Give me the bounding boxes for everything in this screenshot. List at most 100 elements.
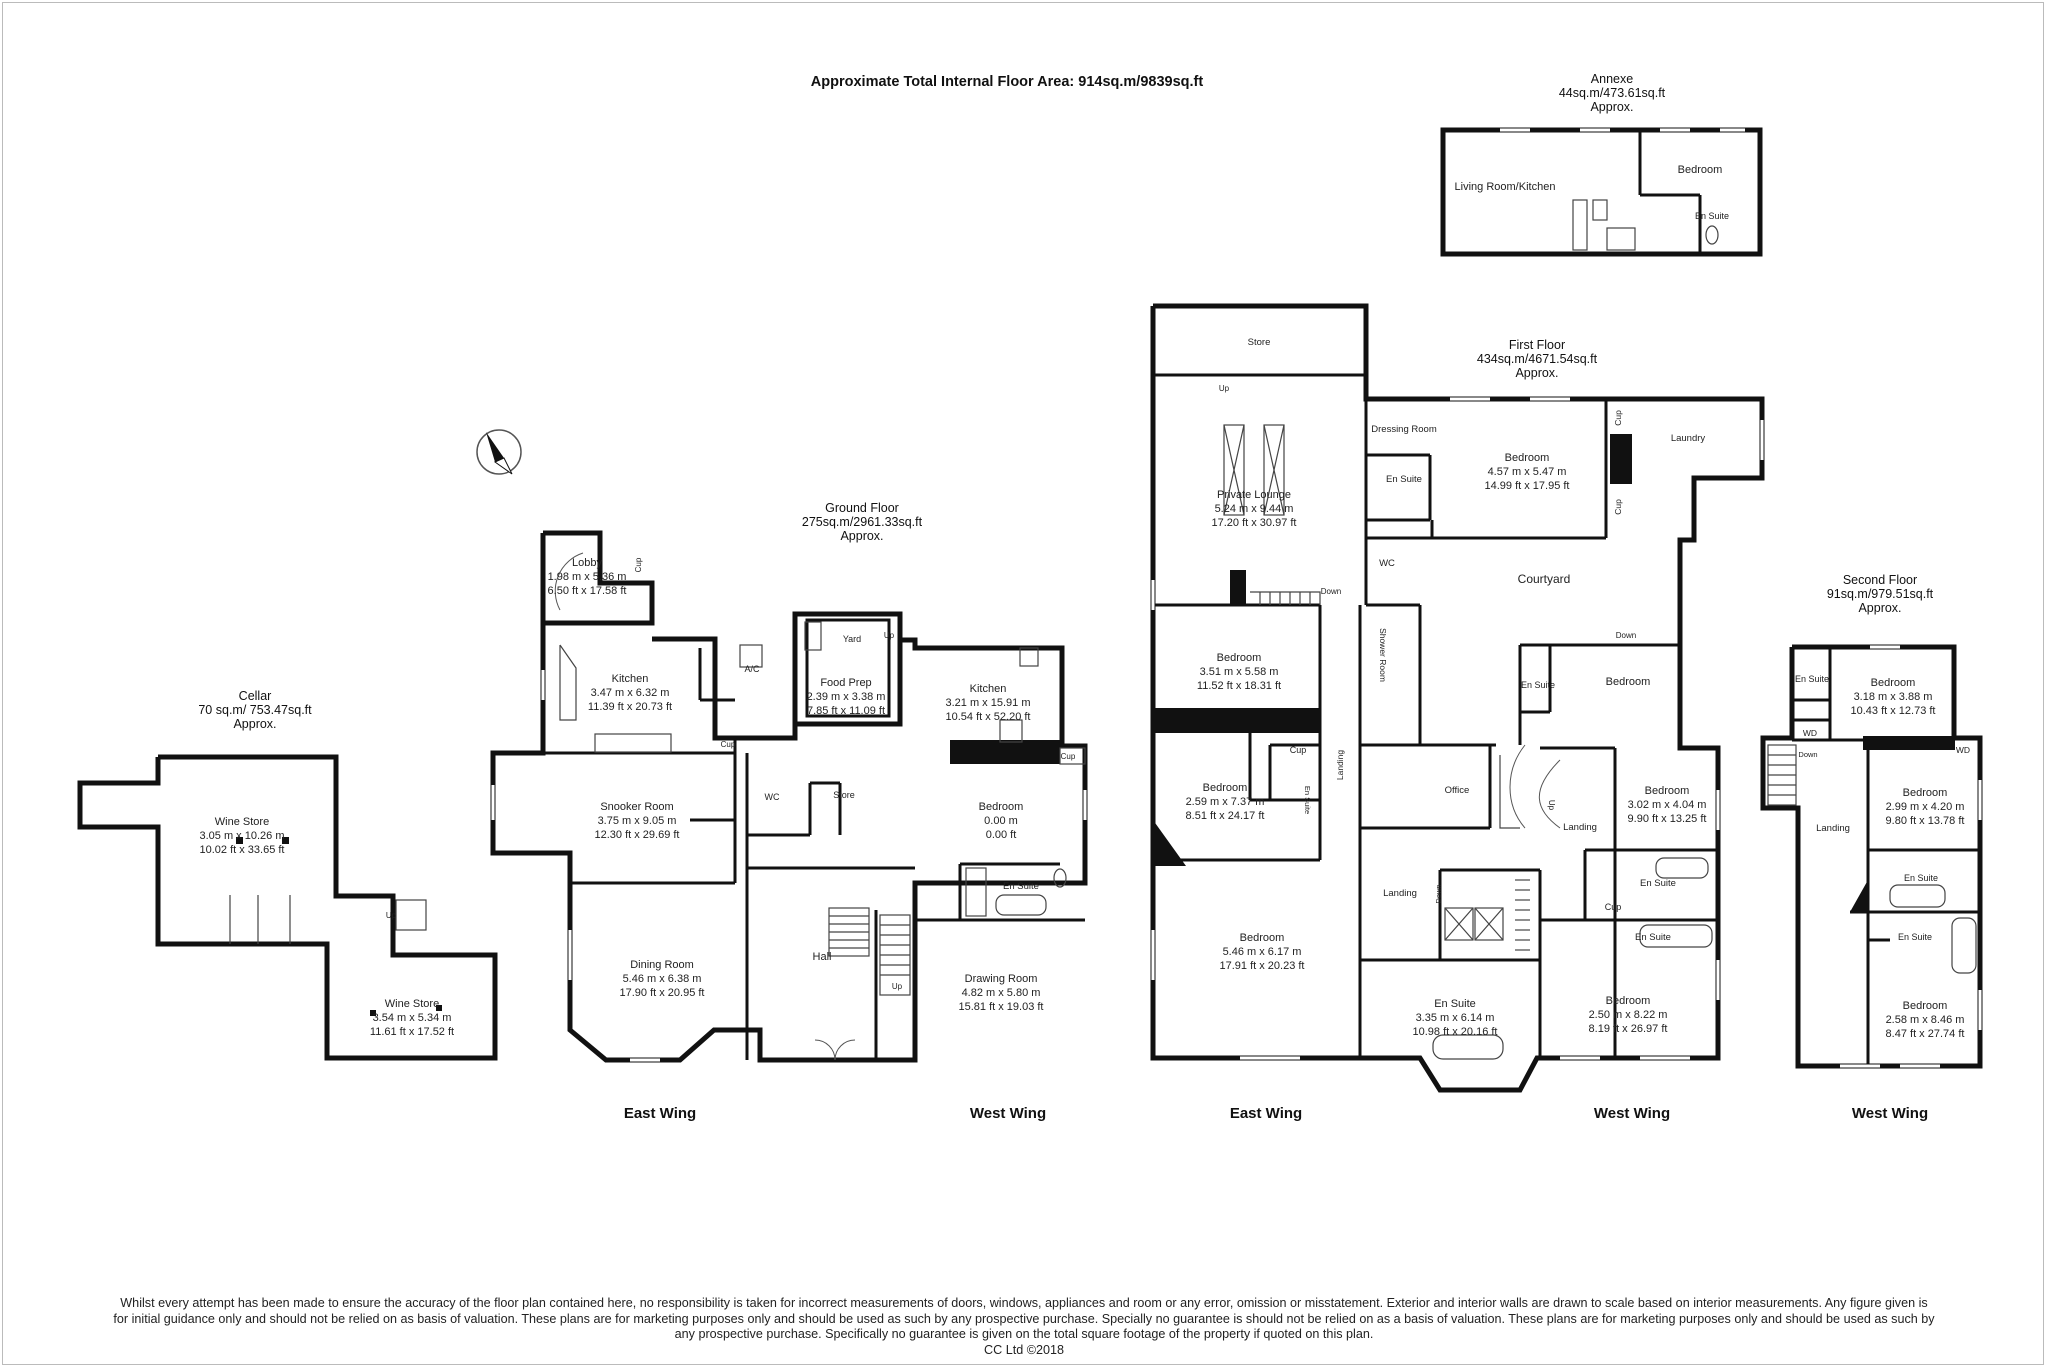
first-bedroom-b-label: Bedroom <box>1203 782 1248 794</box>
second-bedroom-2-imperial: 9.80 ft x 13.78 ft <box>1886 815 1965 827</box>
first-laundry-label: Laundry <box>1671 433 1706 444</box>
first-bedroom-e-label: Bedroom <box>1240 932 1285 944</box>
second-ensuite-3-label: En Suite <box>1898 932 1932 942</box>
first-landing-3-label: Landing <box>1563 822 1597 833</box>
first-floor-caption-area: 434sq.m/4671.54sq.ft <box>1477 352 1598 366</box>
ground-kitchen-2-metric: 3.21 m x 15.91 m <box>946 697 1031 709</box>
cellar-wine-store-2-imperial: 11.61 ft x 17.52 ft <box>370 1026 454 1038</box>
first-bedroom-b-imperial: 8.51 ft x 24.17 ft <box>1186 810 1265 822</box>
second-landing-label: Landing <box>1816 823 1850 834</box>
annexe-ensuite-label: En Suite <box>1695 211 1729 221</box>
second-bedroom-1-label: Bedroom <box>1871 677 1916 689</box>
ground-wc-label: WC <box>765 792 780 802</box>
first-large-ensuite-metric: 3.35 m x 6.14 m <box>1416 1012 1495 1024</box>
first-large-ensuite-imperial: 10.98 ft x 20.16 ft <box>1412 1026 1497 1038</box>
first-bedroom-f-metric: 2.50 m x 8.22 m <box>1589 1009 1668 1021</box>
cellar-caption-name: Cellar <box>239 689 272 703</box>
first-laundry-cup-top-label: Cup <box>1613 410 1623 426</box>
second-ensuite-1-label: En Suite <box>1795 674 1829 684</box>
second-bedroom-3-metric: 2.58 m x 8.46 m <box>1886 1014 1965 1026</box>
ground-lobby-metric: 1.98 m x 5.36 m <box>548 571 627 583</box>
ground-hall-up-label: Up <box>892 982 903 991</box>
ground-dining-room-metric: 5.46 m x 6.38 m <box>623 973 702 985</box>
ground-lobby-label: Lobby <box>572 557 602 569</box>
ground-kitchen-2-label: Kitchen <box>970 683 1007 695</box>
first-landing-1-label: Landing <box>1335 750 1345 781</box>
annexe-caption-area: 44sq.m/473.61sq.ft <box>1559 86 1666 100</box>
first-lounge-down-label: Down <box>1321 587 1341 596</box>
first-ensuite-1-label: En Suite <box>1386 474 1422 485</box>
disclaimer-line-2: for initial guidance only and should not… <box>113 1311 1935 1326</box>
first-main-bedroom-label: Bedroom <box>1505 452 1550 464</box>
first-bedroom-a-imperial: 11.52 ft x 18.31 ft <box>1197 680 1281 692</box>
first-bedroom-f-label: Bedroom <box>1606 995 1651 1007</box>
ground-lobby-imperial: 6.50 ft x 17.58 ft <box>548 585 627 597</box>
cellar-plan: Cellar 70 sq.m/ 753.47sq.ft Approx. Wine… <box>77 689 498 1061</box>
first-private-lounge-label: Private Lounge <box>1217 489 1291 501</box>
first-bedroom-f-imperial: 8.19 ft x 26.97 ft <box>1589 1023 1668 1035</box>
first-bedroom-d-label: Bedroom <box>1645 785 1690 797</box>
cellar-wine-store-2-label: Wine Store <box>385 998 439 1010</box>
second-bedroom-1-imperial: 10.43 ft x 12.73 ft <box>1850 705 1935 717</box>
second-bedroom-3-label: Bedroom <box>1903 1000 1948 1012</box>
first-ensuite-b-label: En Suite <box>1303 786 1312 814</box>
annexe-caption-approx: Approx. <box>1590 100 1633 114</box>
ground-ac-label: A/C <box>744 664 760 674</box>
annexe-plan: Annexe 44sq.m/473.61sq.ft Approx. Living… <box>1440 72 1763 257</box>
ground-food-prep-metric: 2.39 m x 3.38 m <box>807 691 886 703</box>
ground-floor-plan: Ground Floor 275sq.m/2961.33sq.ft Approx… <box>490 501 1088 1122</box>
first-ensuite-e-label: En Suite <box>1635 932 1671 943</box>
first-bedroom-e-imperial: 17.91 ft x 20.23 ft <box>1219 960 1304 972</box>
ground-floor-caption-area: 275sq.m/2961.33sq.ft <box>802 515 923 529</box>
cellar-wine-store-1-imperial: 10.02 ft x 33.65 ft <box>199 844 284 856</box>
ground-food-prep-imperial: 7.85 ft x 11.09 ft <box>807 705 885 717</box>
first-ensuite-d-label: En Suite <box>1640 878 1676 889</box>
first-bedroom-b-cup-label: Cup <box>1290 745 1307 755</box>
first-main-bedroom-imperial: 14.99 ft x 17.95 ft <box>1484 480 1569 492</box>
ground-food-prep-label: Food Prep <box>820 677 871 689</box>
second-floor-caption-name: Second Floor <box>1843 573 1917 587</box>
first-bedroom-d-imperial: 9.90 ft x 13.25 ft <box>1628 813 1707 825</box>
ground-west-wing-label: West Wing <box>970 1105 1046 1122</box>
first-private-lounge-metric: 5.24 m x 9.44 m <box>1215 503 1294 515</box>
ground-snooker-room-imperial: 12.30 ft x 29.69 ft <box>594 829 679 841</box>
ground-snooker-room-label: Snooker Room <box>600 801 673 813</box>
ground-bedroom-imperial: 0.00 ft <box>986 829 1017 841</box>
first-ensuite-c-label: En Suite <box>1521 680 1555 690</box>
ground-yard-up-label: Up <box>884 631 895 640</box>
second-bedroom-2-label: Bedroom <box>1903 787 1948 799</box>
cellar-wine-store-2-metric: 3.54 m x 5.34 m <box>373 1012 452 1024</box>
ground-bedroom-metric: 0.00 m <box>984 815 1018 827</box>
first-office-label: Office <box>1445 785 1470 796</box>
ground-kitchen-1-imperial: 11.39 ft x 20.73 ft <box>588 701 672 713</box>
first-shower-room-label: Shower Room <box>1378 628 1388 682</box>
first-bedroom-d-metric: 3.02 m x 4.04 m <box>1628 799 1707 811</box>
first-bedroom-a-metric: 3.51 m x 5.58 m <box>1200 666 1279 678</box>
annexe-bedroom-label: Bedroom <box>1678 164 1723 176</box>
second-floor-caption-approx: Approx. <box>1858 601 1901 615</box>
ground-snooker-room-metric: 3.75 m x 9.05 m <box>598 815 677 827</box>
annexe-living-room-label: Living Room/Kitchen <box>1455 181 1556 193</box>
first-landing-down-label: Down <box>1434 884 1443 903</box>
cellar-wine-store-1-label: Wine Store <box>215 816 269 828</box>
ground-yard-label: Yard <box>843 634 861 644</box>
ground-drawing-room-label: Drawing Room <box>965 973 1038 985</box>
ground-drawing-room-metric: 4.82 m x 5.80 m <box>962 987 1041 999</box>
first-landing-up-label: Up <box>1547 800 1556 811</box>
cellar-caption-area: 70 sq.m/ 753.47sq.ft <box>198 703 312 717</box>
copyright: CC Ltd ©2018 <box>984 1342 1064 1357</box>
ground-drawing-room-imperial: 15.81 ft x 19.03 ft <box>958 1001 1043 1013</box>
second-wd-2-label: WD <box>1956 745 1970 755</box>
plan-title: Approximate Total Internal Floor Area: 9… <box>811 74 1204 90</box>
first-east-wing-label: East Wing <box>1230 1105 1302 1122</box>
ground-lobby-cup-label: Cup <box>634 557 643 572</box>
ground-store-label: Store <box>833 790 855 800</box>
compass-icon <box>476 429 522 475</box>
first-floor-plan: First Floor 434sq.m/4671.54sq.ft Approx. <box>1150 303 1765 1122</box>
cellar-caption-approx: Approx. <box>233 717 276 731</box>
first-bedroom-b-metric: 2.59 m x 7.37 m <box>1186 796 1265 808</box>
first-store-up-label: Up <box>1219 384 1230 393</box>
disclaimer: Whilst every attempt has been made to en… <box>14 1296 2034 1358</box>
second-wd-1-label: WD <box>1803 728 1817 738</box>
